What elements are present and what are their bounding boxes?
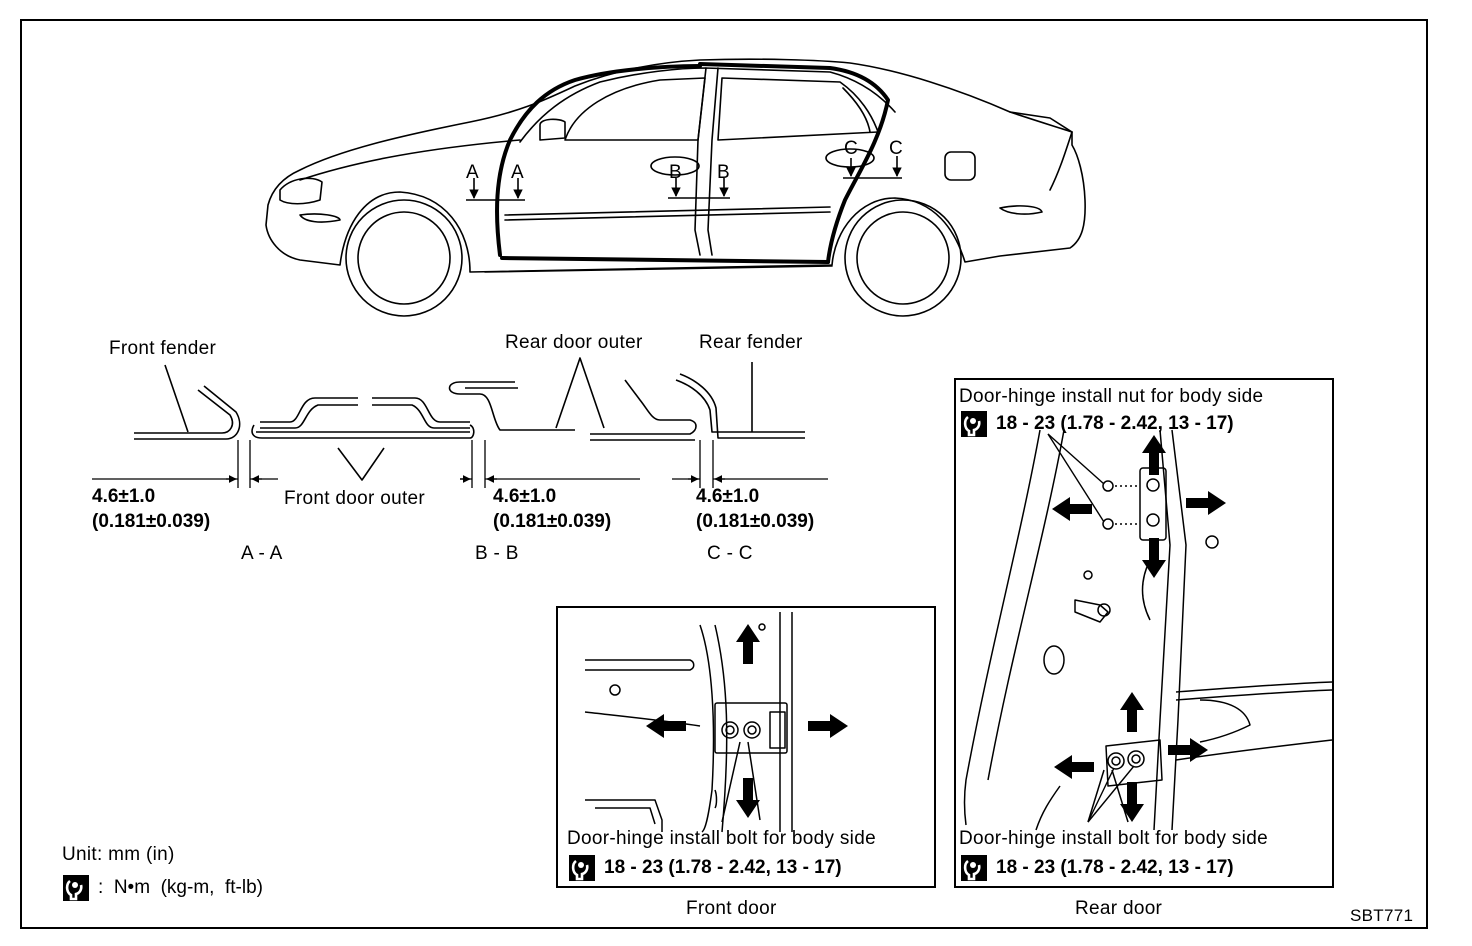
section-letter-b: B: [669, 162, 682, 183]
torque-wrench-icon: [961, 411, 987, 437]
car-side-view: [265, 58, 1086, 317]
rear-door-bolt-torque: 18 - 23 (1.78 - 2.42, 13 - 17): [960, 854, 1234, 882]
rear-door-bolt-label: Door-hinge install bolt for body side: [959, 828, 1268, 849]
section-c-c-label: C - C: [707, 543, 753, 564]
rear-door-nut-label: Door-hinge install nut for body side: [959, 386, 1264, 407]
front-door-bolt-torque: 18 - 23 (1.78 - 2.42, 13 - 17): [568, 854, 842, 882]
dimension-lines: [92, 440, 828, 488]
unit-legend: Unit: mm (in): [62, 844, 175, 865]
section-a-a-label: A - A: [241, 543, 283, 564]
torque-wrench-icon: [569, 855, 595, 881]
rear-door-detail-box: [954, 378, 1334, 888]
section-letter-c: C: [889, 138, 904, 159]
torque-unit-text: : N•m (kg-m, ft-lb): [98, 877, 263, 898]
front-fender-label: Front fender: [109, 338, 217, 359]
dimension-b-mm: 4.6±1.0: [493, 486, 557, 507]
dimension-c-inch: (0.181±0.039): [696, 511, 815, 532]
rear-door-outer-label: Rear door outer: [505, 332, 643, 353]
rear-door-leaders: [1047, 433, 1135, 823]
torque-wrench-icon: [63, 875, 89, 901]
rear-door-bolt-torque-value: 18 - 23 (1.78 - 2.42, 13 - 17): [996, 857, 1234, 878]
front-door-detail-box: [556, 606, 936, 888]
section-b-b-label: B - B: [475, 543, 519, 564]
dimension-c-mm: 4.6±1.0: [696, 486, 760, 507]
section-letter-a: A: [511, 162, 524, 183]
section-profiles: [134, 357, 805, 481]
section-letter-c: C: [844, 138, 859, 159]
rear-door-caption: Rear door: [1075, 898, 1163, 919]
section-letter-a: A: [466, 162, 479, 183]
front-door-caption: Front door: [686, 898, 777, 919]
torque-unit-legend: : N•m (kg-m, ft-lb): [62, 874, 263, 902]
dimension-b-inch: (0.181±0.039): [493, 511, 612, 532]
front-door-outer-label: Front door outer: [284, 488, 426, 509]
section-markers: [466, 148, 902, 201]
front-door-bolt-label: Door-hinge install bolt for body side: [567, 828, 876, 849]
rear-door-nut-torque: 18 - 23 (1.78 - 2.42, 13 - 17): [960, 410, 1234, 438]
section-letter-b: B: [717, 162, 730, 183]
rear-door-detail-art: [963, 429, 1333, 831]
front-door-bolt-torque-value: 18 - 23 (1.78 - 2.42, 13 - 17): [604, 857, 842, 878]
dimension-a-inch: (0.181±0.039): [92, 511, 211, 532]
dimension-a-mm: 4.6±1.0: [92, 486, 156, 507]
figure-code: SBT771: [1350, 906, 1414, 925]
diagram-frame: [20, 19, 1428, 929]
torque-wrench-icon: [961, 855, 987, 881]
rear-fender-label: Rear fender: [699, 332, 803, 353]
rear-door-nut-torque-value: 18 - 23 (1.78 - 2.42, 13 - 17): [996, 413, 1234, 434]
front-door-detail-art: [584, 612, 793, 833]
